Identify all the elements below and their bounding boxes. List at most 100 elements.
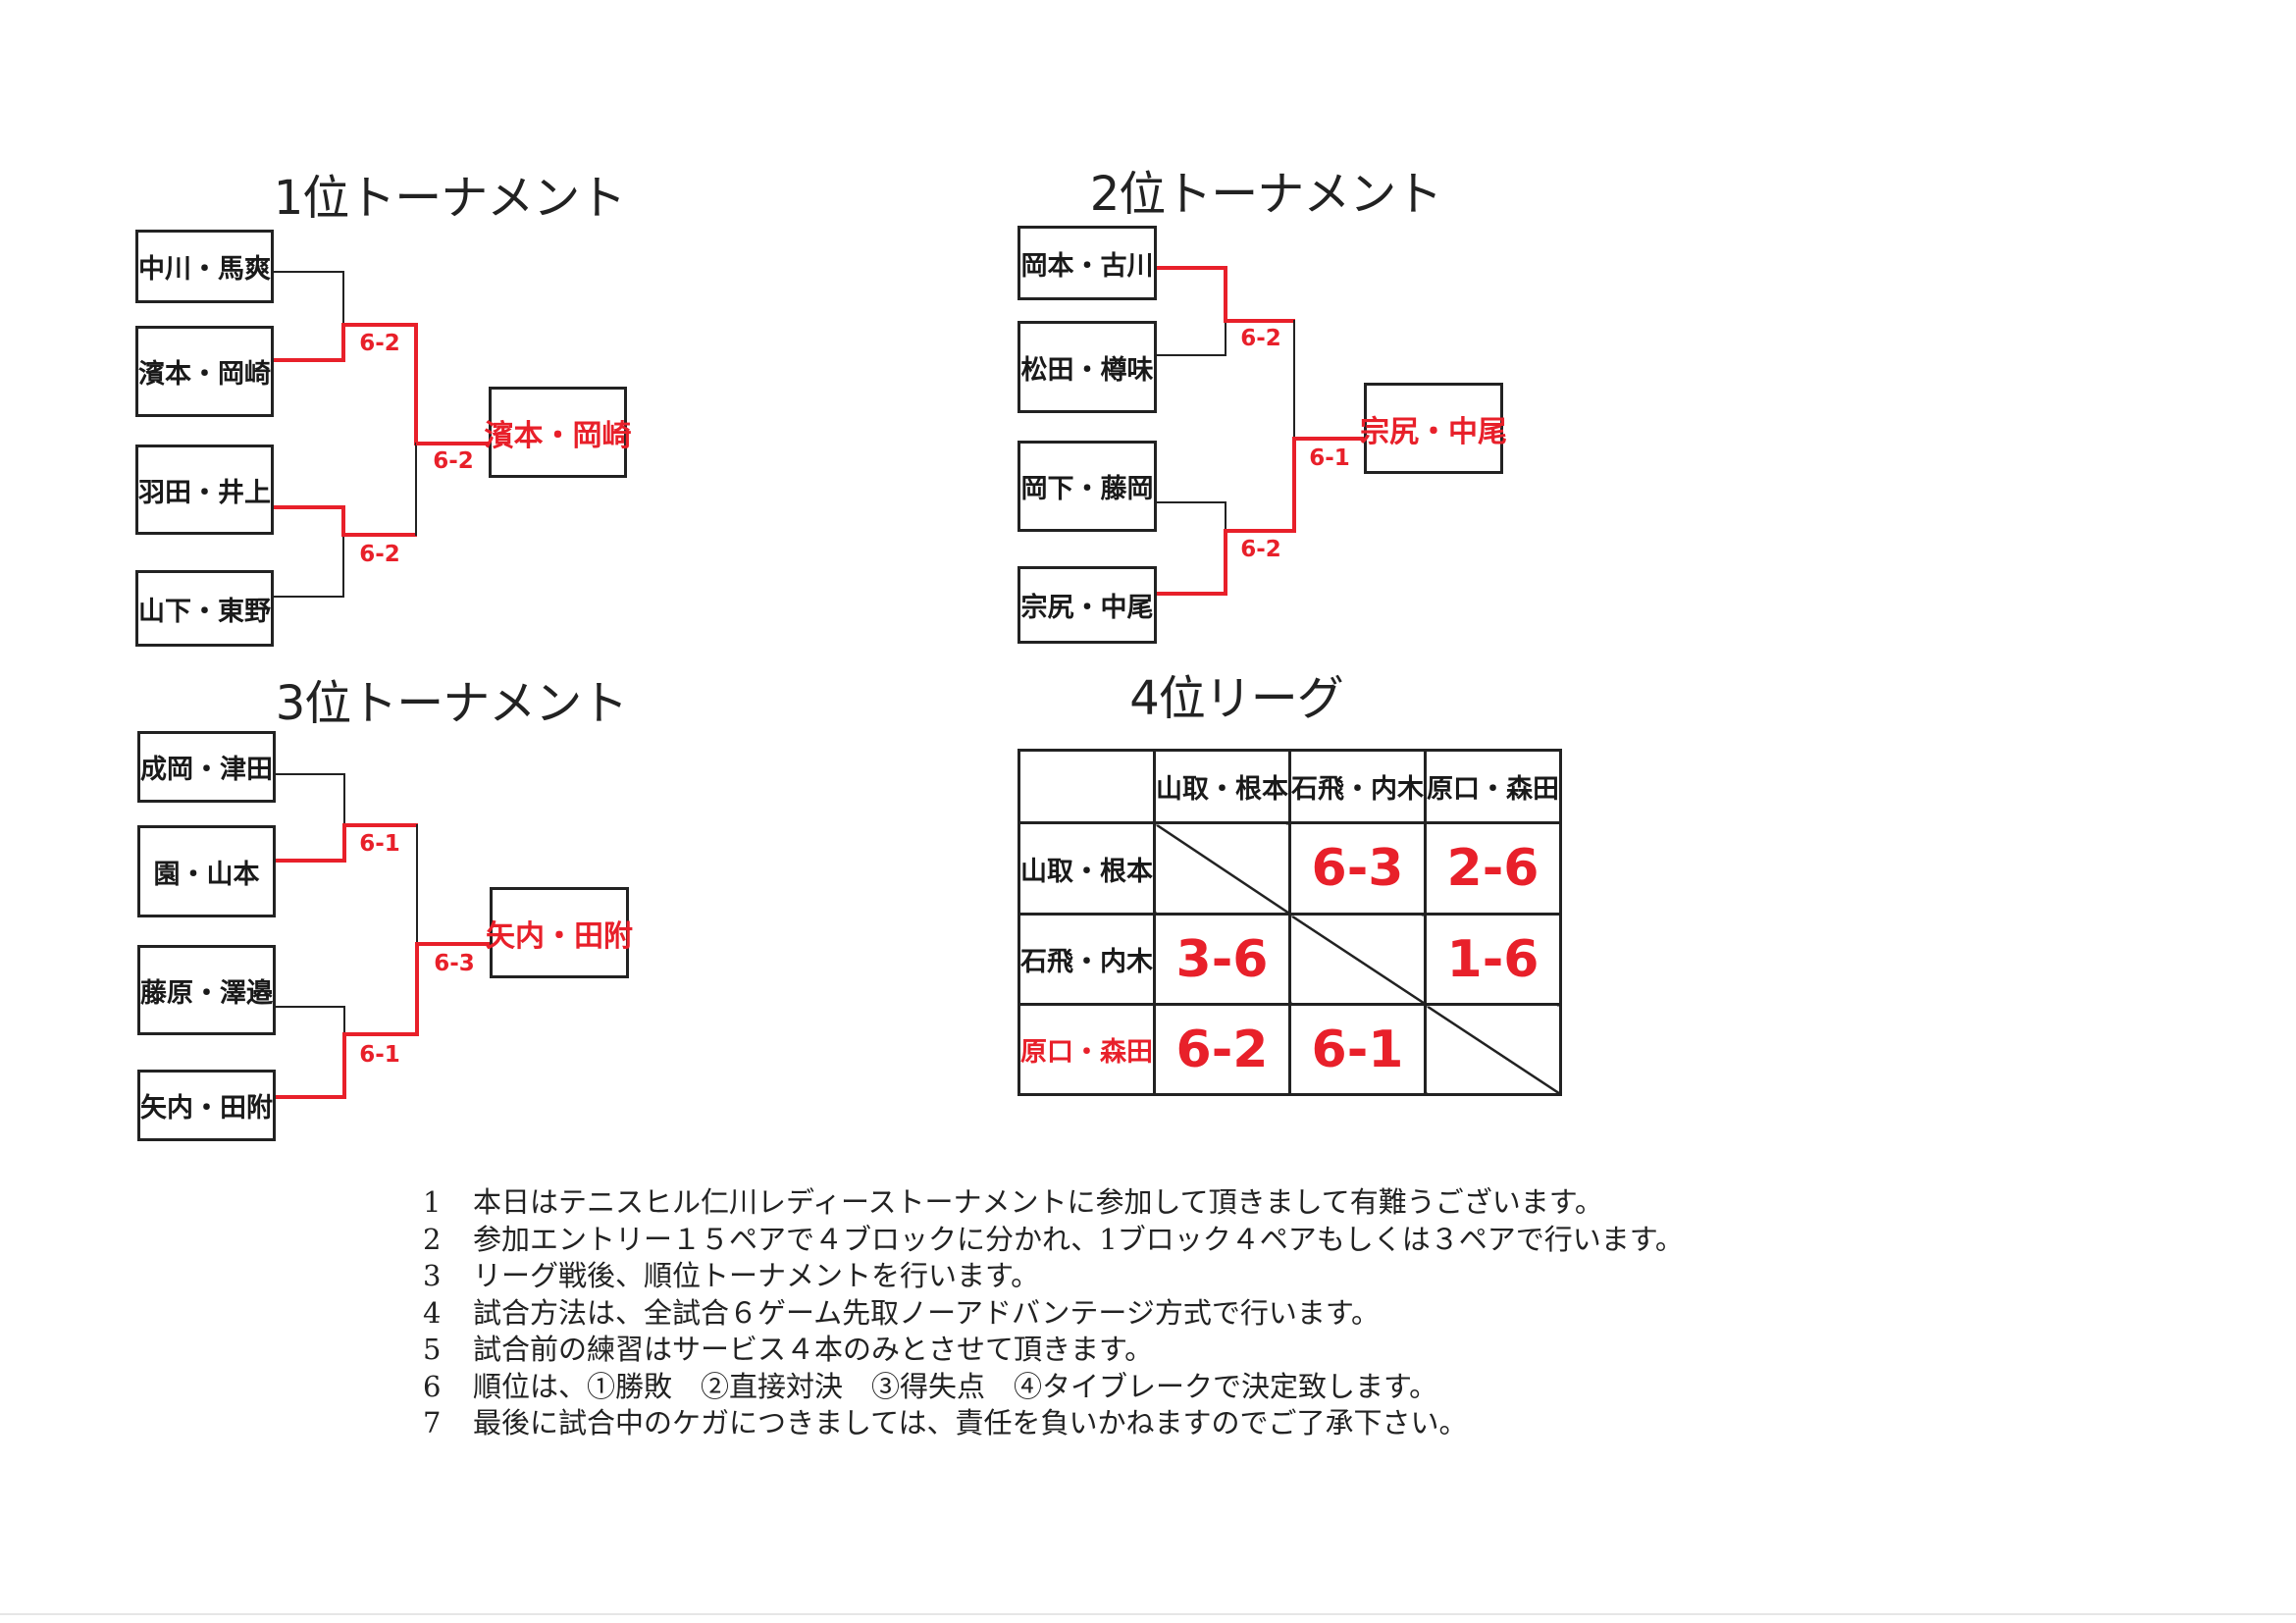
entry-box: 園・山本 [137, 825, 276, 917]
league-self-cell [1424, 1003, 1562, 1096]
winner-path-line [276, 859, 345, 863]
winner-path-line [1294, 437, 1365, 441]
league-header-row: 山取・根本 石飛・内木 原口・森田 [1018, 749, 1562, 824]
winner-path-line [343, 533, 417, 537]
league-row: 石飛・内木 3-6 1-6 [1018, 913, 1562, 1006]
league-title: 4位リーグ [1129, 671, 1344, 726]
winner-path-line [342, 1032, 346, 1099]
bracket-line [343, 1006, 345, 1035]
bracket-line [343, 773, 345, 826]
league-row-header: 山取・根本 [1018, 821, 1156, 916]
league-row: 山取・根本 6-3 2-6 [1018, 821, 1562, 916]
league-table: 山取・根本 石飛・内木 原口・森田 山取・根本 6-3 2-6 石飛・内木 3-… [1018, 749, 1562, 1096]
note-text: 順位は、①勝敗 ②直接対決 ③得失点 ④タイブレークで決定致します。 [473, 1370, 1438, 1403]
league-result: 6-3 [1288, 821, 1427, 916]
entry-box: 岡本・古川 [1018, 226, 1157, 300]
winner-path-line [1224, 266, 1227, 323]
match-score: 6-2 [1240, 537, 1281, 562]
note-item: 1 本日はテニスヒル仁川レディーストーナメントに参加して頂きまして有難うございます… [423, 1179, 1603, 1221]
winner-path-line [1292, 437, 1296, 533]
tournament-title: 3位トーナメント [275, 676, 629, 731]
note-number: 5 [423, 1333, 442, 1366]
league-self-cell [1153, 821, 1291, 916]
winner-path-line [342, 823, 346, 863]
bracket-line [276, 773, 345, 775]
winner-path-line [274, 505, 344, 509]
winner-path-line [341, 505, 345, 537]
league-row-header-winner: 原口・森田 [1018, 1003, 1156, 1096]
winner-path-line [1157, 592, 1226, 596]
league-corner-cell [1018, 749, 1156, 824]
note-number: 2 [423, 1223, 442, 1256]
note-item: 3 リーグ戦後、順位トーナメントを行います。 [423, 1253, 1039, 1294]
note-item: 2 参加エントリー１５ペアで４ブロックに分かれ、1ブロック４ペアもしくは３ペアで行… [423, 1217, 1684, 1258]
winner-path-line [1226, 529, 1295, 533]
league-result: 6-1 [1288, 1003, 1427, 1096]
match-score: 6-1 [359, 1042, 400, 1068]
match-score: 6-1 [359, 831, 400, 857]
note-number: 6 [423, 1370, 442, 1403]
league-self-cell [1288, 913, 1427, 1006]
winner-path-line [344, 823, 418, 827]
winner-path-line [344, 1032, 418, 1036]
winner-path-line [343, 323, 417, 327]
note-text: 参加エントリー１５ペアで４ブロックに分かれ、1ブロック４ペアもしくは３ペアで行い… [473, 1223, 1684, 1256]
entry-box: 岡下・藤岡 [1018, 441, 1157, 532]
note-text: 本日はテニスヒル仁川レディーストーナメントに参加して頂きまして有難うございます。 [473, 1185, 1603, 1219]
note-item: 7 最後に試合中のケガにつきましては、責任を負いかねますのでご了承下さい。 [423, 1400, 1468, 1441]
bracket-line [342, 271, 344, 326]
league-row-header: 石飛・内木 [1018, 913, 1156, 1006]
match-score: 6-2 [359, 331, 400, 356]
entry-box: 矢内・田附 [137, 1070, 276, 1141]
winner-path-line [1157, 266, 1226, 270]
note-text: 最後に試合中のケガにつきましては、責任を負いかねますのでご了承下さい。 [473, 1406, 1468, 1440]
page-edge-divider [0, 1613, 2296, 1615]
bracket-line [1157, 354, 1226, 356]
bracket-line [276, 1006, 345, 1008]
final-score: 6-2 [433, 448, 474, 474]
bracket-line [416, 824, 418, 945]
tournament-title: 2位トーナメント [1089, 167, 1443, 222]
winner-path-line [276, 1095, 345, 1099]
league-col-header: 原口・森田 [1424, 749, 1562, 824]
league-result: 6-2 [1153, 1003, 1291, 1096]
entry-box: 松田・樽味 [1018, 321, 1157, 413]
entry-box: 藤原・澤邉 [137, 945, 276, 1035]
tournament-title: 1位トーナメント [273, 171, 627, 226]
match-score: 6-2 [359, 542, 400, 567]
final-score: 6-3 [434, 951, 475, 976]
final-score: 6-1 [1309, 445, 1350, 471]
winner-path-line [341, 323, 345, 362]
winner-path-line [1224, 529, 1227, 596]
entry-box: 山下・東野 [135, 570, 274, 647]
league-row: 原口・森田 6-2 6-1 [1018, 1003, 1562, 1096]
note-number: 3 [423, 1259, 442, 1292]
match-score: 6-2 [1240, 326, 1281, 351]
note-item: 6 順位は、①勝敗 ②直接対決 ③得失点 ④タイブレークで決定致します。 [423, 1364, 1437, 1405]
winner-path-line [415, 942, 419, 1036]
league-result: 1-6 [1424, 913, 1562, 1006]
league-result: 3-6 [1153, 913, 1291, 1006]
note-item: 4 試合方法は、全試合６ゲーム先取ノーアドバンテージ方式で行います。 [423, 1290, 1380, 1332]
bracket-line [1225, 320, 1226, 356]
league-col-header: 山取・根本 [1153, 749, 1291, 824]
bracket-line [342, 534, 344, 598]
bracket-line [274, 596, 344, 598]
winner-path-line [417, 942, 491, 946]
note-item: 5 試合前の練習はサービス４本のみとさせて頂きます。 [423, 1327, 1153, 1368]
bracket-line [274, 271, 344, 273]
note-number: 7 [423, 1406, 442, 1440]
entry-box: 中川・馬爽 [135, 230, 274, 303]
note-number: 4 [423, 1296, 442, 1330]
note-text: 試合前の練習はサービス４本のみとさせて頂きます。 [473, 1333, 1154, 1366]
league-col-header: 石飛・内木 [1288, 749, 1427, 824]
note-text: 試合方法は、全試合６ゲーム先取ノーアドバンテージ方式で行います。 [473, 1296, 1380, 1330]
winner-box: 宗尻・中尾 [1360, 383, 1507, 474]
note-number: 1 [423, 1185, 442, 1219]
winner-path-line [274, 358, 344, 362]
note-text: リーグ戦後、順位トーナメントを行います。 [473, 1259, 1040, 1292]
entry-box: 濱本・岡崎 [135, 326, 274, 417]
entry-box: 成岡・津田 [137, 731, 276, 803]
bracket-line [1293, 320, 1295, 440]
bracket-line [1157, 501, 1226, 503]
